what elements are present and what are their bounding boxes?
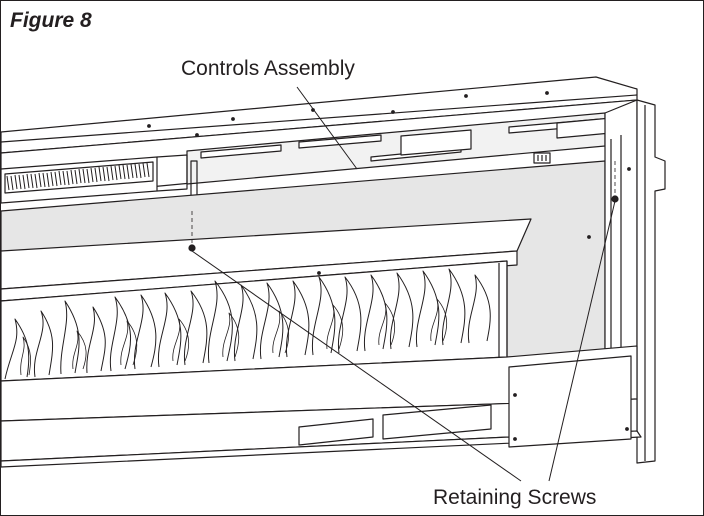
right-side-bracket: [604, 99, 666, 464]
figure-title: Figure 8: [10, 9, 92, 32]
top-cover: [1, 76, 638, 154]
upper-front-panel: [1, 99, 638, 211]
heater-grille: [1, 154, 188, 204]
base-trim: [1, 345, 642, 468]
controls-assembly-callout: Controls Assembly: [181, 57, 355, 80]
retaining-screws-callout: Retaining Screws: [433, 486, 597, 509]
retaining-screw-left: [188, 211, 196, 252]
leader-lines: [191, 86, 616, 482]
